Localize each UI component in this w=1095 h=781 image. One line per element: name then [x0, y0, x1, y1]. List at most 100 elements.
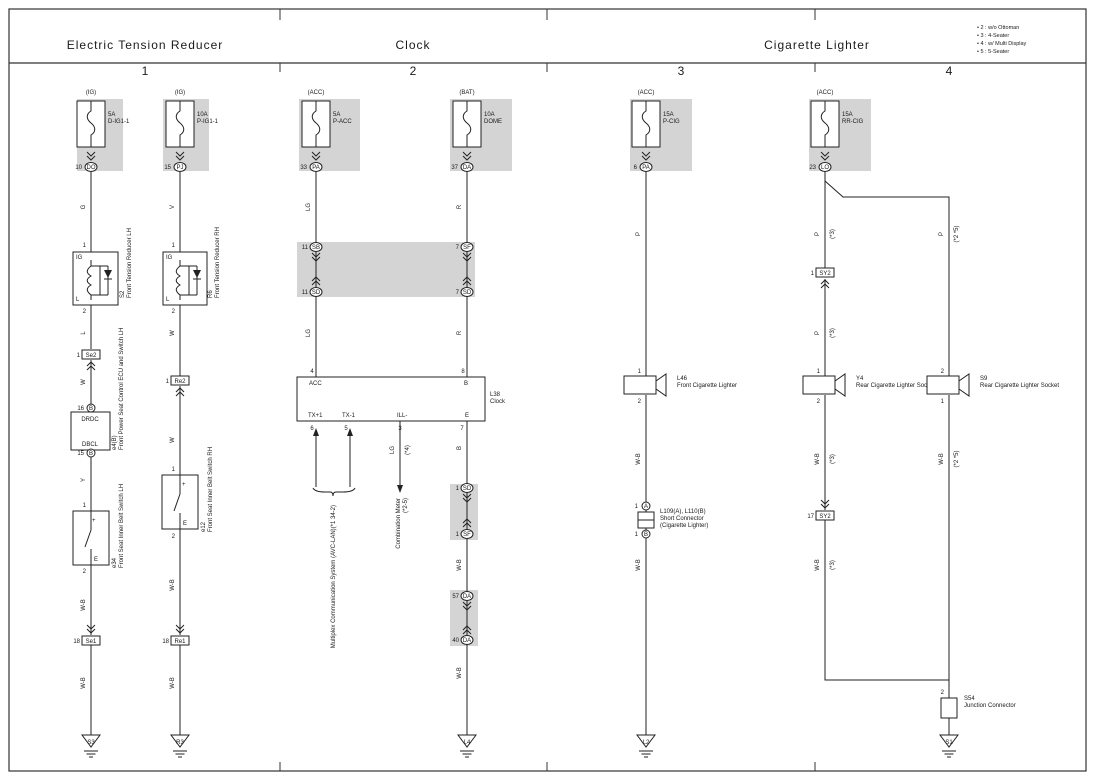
svg-text:(Cigarette Lighter): (Cigarette Lighter)	[660, 523, 708, 529]
svg-text:15: 15	[164, 165, 171, 171]
svg-text:S2: S2	[120, 290, 126, 298]
svg-text:1: 1	[172, 467, 176, 473]
svg-text:V: V	[170, 205, 176, 209]
svg-text:Y: Y	[81, 478, 87, 482]
svg-text:2: 2	[83, 569, 87, 575]
svg-text:W-B: W-B	[636, 453, 642, 465]
svg-text:57: 57	[452, 594, 459, 600]
svg-text:SY2: SY2	[819, 514, 831, 520]
svg-text:G: G	[81, 204, 87, 209]
svg-text:IG: IG	[166, 255, 173, 261]
svg-text:(ACC): (ACC)	[638, 90, 655, 96]
svg-text:+: +	[92, 518, 96, 524]
svg-text:B: B	[457, 446, 463, 450]
junction-block-shade	[297, 242, 475, 297]
svg-text:(*3): (*3)	[830, 454, 836, 464]
svg-text:1: 1	[456, 486, 460, 492]
rear-lighter-socket-s9: 2 1 S9 Rear Cigarette Lighter Socket	[926, 369, 1059, 405]
svg-text:1: 1	[83, 503, 87, 509]
svg-text:SF: SF	[463, 532, 471, 538]
legend-note: • 5 : 5-Seater	[977, 49, 1009, 55]
svg-text:L2: L2	[643, 740, 650, 746]
connector-sf-sd: 7 SF 7 SD	[456, 242, 474, 297]
connector-re2: 1 Re2	[166, 375, 190, 397]
svg-text:Rear Cigarette Lighter Socket: Rear Cigarette Lighter Socket	[980, 383, 1059, 389]
svg-text:Se1: Se1	[86, 639, 97, 645]
svg-text:15A: 15A	[842, 112, 853, 118]
connector-sy2-upper: 1 SY2	[811, 267, 835, 289]
svg-text:W-B: W-B	[170, 677, 176, 689]
svg-text:1: 1	[166, 379, 170, 385]
svg-text:2: 2	[83, 309, 87, 315]
svg-text:Clock: Clock	[490, 399, 506, 405]
svg-text:W: W	[170, 437, 176, 443]
svg-text:7: 7	[456, 245, 460, 251]
svg-text:Front Seat Inner Belt Switch L: Front Seat Inner Belt Switch LH	[119, 484, 125, 568]
svg-text:2: 2	[638, 399, 642, 405]
wires	[90, 171, 950, 727]
svg-text:10: 10	[75, 165, 82, 171]
svg-text:IG: IG	[76, 255, 83, 261]
rear-lighter-socket-y4: 1 2 Y4 Rear Cigarette Lighter Socket	[802, 369, 935, 405]
svg-text:SD: SD	[463, 486, 472, 492]
svg-text:Junction Connector: Junction Connector	[964, 703, 1016, 709]
belt-switch-lh: 1 + E 2 e34 Front Seat Inner Belt Switch…	[72, 484, 125, 575]
svg-text:e34: e34	[112, 557, 118, 568]
svg-text:DA: DA	[463, 165, 471, 171]
tension-reducer-lh: 1 IG L 2 S2 Front Tension Reducer LH	[72, 228, 133, 315]
svg-text:2: 2	[941, 369, 945, 375]
legend-note: • 2 : w/o Ottoman	[977, 25, 1019, 31]
svg-text:PA: PA	[312, 165, 320, 171]
column-number: 1	[142, 64, 149, 78]
svg-text:L: L	[81, 331, 87, 335]
svg-text:2: 2	[817, 399, 821, 405]
svg-text:15: 15	[77, 451, 84, 457]
svg-text:11: 11	[302, 290, 309, 296]
svg-text:LG: LG	[390, 446, 396, 454]
svg-text:7: 7	[456, 290, 460, 296]
clock-unit: 4 8 ACC B TX+1 TX-1 ILL- E 6 5 3 7 L38 C…	[296, 369, 506, 432]
connector-da-da: 57 DA 40 DA	[452, 591, 474, 645]
svg-text:11: 11	[302, 245, 309, 251]
svg-text:(*3): (*3)	[830, 560, 836, 570]
svg-text:PJ: PJ	[176, 165, 183, 171]
svg-text:W-B: W-B	[636, 559, 642, 571]
front-cigarette-lighter: 1 2 L46 Front Cigarette Lighter	[623, 369, 737, 405]
svg-text:B: B	[89, 406, 93, 412]
svg-text:Rear Cigarette Lighter Socket: Rear Cigarette Lighter Socket	[856, 383, 935, 389]
svg-text:A: A	[644, 504, 648, 510]
connector-sb-sd: 11 SB 11 SD	[302, 242, 323, 297]
svg-text:W-B: W-B	[170, 579, 176, 591]
svg-text:1: 1	[635, 504, 639, 510]
svg-text:DA: DA	[463, 638, 471, 644]
svg-text:L46: L46	[677, 376, 688, 382]
power-seat-ecu-lh: 16 B DRDC DBCL 15 B e4(B) Front Power Se…	[70, 328, 125, 458]
ground-l2: L2	[636, 726, 656, 758]
svg-text:Front Tension Reducer RH: Front Tension Reducer RH	[215, 227, 221, 298]
svg-text:1: 1	[811, 271, 815, 277]
svg-text:Short Connector: Short Connector	[660, 516, 704, 522]
svg-text:DO: DO	[87, 165, 96, 171]
svg-text:B: B	[464, 381, 468, 387]
svg-text:DOME: DOME	[484, 119, 502, 125]
svg-text:4: 4	[310, 369, 314, 375]
svg-text:P-CIG: P-CIG	[663, 119, 680, 125]
ground-s3: S3	[81, 726, 101, 758]
multiplex-system-label: Multiplex Communication System (AVC-LAN)…	[331, 505, 337, 648]
svg-text:Front Power Seat Control ECU a: Front Power Seat Control ECU and Switch …	[119, 328, 125, 450]
svg-text:5A: 5A	[333, 112, 340, 118]
svg-text:1: 1	[77, 353, 81, 359]
svg-text:Front Seat Inner Belt Switch R: Front Seat Inner Belt Switch RH	[208, 447, 214, 532]
short-connector-l109: 1 A 1 B L109(A), L110(B) Short Connector…	[635, 501, 708, 539]
svg-text:E: E	[183, 521, 187, 527]
svg-text:P: P	[636, 232, 642, 236]
svg-text:1: 1	[83, 243, 87, 249]
fuse-d-ig1-1: (IG) 5A D-IG1-1 DO 10	[75, 90, 130, 172]
svg-text:(ACC): (ACC)	[817, 90, 834, 96]
svg-text:Se2: Se2	[86, 353, 97, 359]
svg-text:DRDC: DRDC	[81, 417, 99, 423]
svg-text:2: 2	[941, 690, 945, 696]
fuse-p-acc: (ACC) 5A P-ACC PA 33	[300, 90, 352, 172]
svg-text:SD: SD	[312, 290, 321, 296]
